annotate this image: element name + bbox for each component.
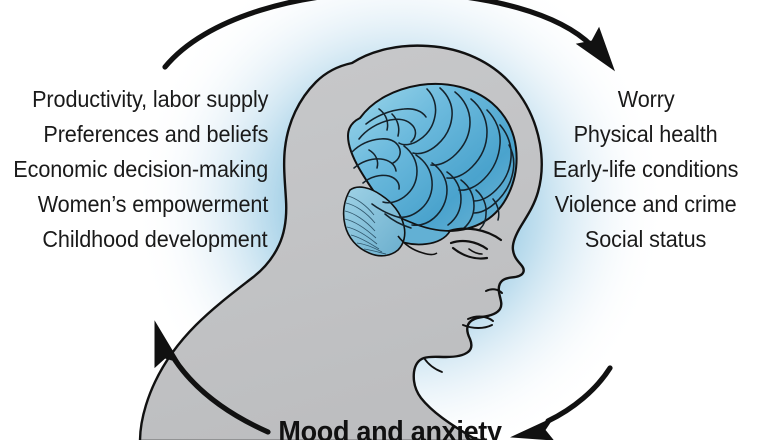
left-outcome-item: Economic decision-making [13, 156, 268, 182]
left-outcome-item: Women’s empowerment [37, 191, 268, 217]
right-determinants-column: Worry Physical health Early-life conditi… [512, 82, 780, 257]
left-outcomes-column: Productivity, labor supply Preferences a… [0, 82, 268, 257]
arrow-bottom-counterclockwise [154, 320, 271, 435]
bottom-cycle-label: Mood and anxiety [0, 416, 780, 440]
bottom-cycle-label-text: Mood and anxiety [278, 416, 502, 440]
right-outcome-item: Early-life conditions [553, 156, 739, 182]
left-outcome-item: Preferences and beliefs [43, 121, 268, 147]
right-outcome-item: Worry [617, 86, 675, 112]
right-outcome-item: Social status [585, 226, 707, 252]
face-features [423, 227, 503, 373]
right-outcome-item: Physical health [573, 121, 718, 147]
arrow-top-clockwise [162, 0, 616, 72]
brain-sulci [351, 87, 515, 230]
right-outcome-item: Violence and crime [555, 191, 737, 217]
brain [342, 82, 518, 257]
left-outcome-item: Productivity, labor supply [31, 86, 268, 112]
left-outcome-item: Childhood development [42, 226, 268, 252]
arrow-bottom-right-inbound [510, 365, 613, 440]
cerebellum [342, 186, 406, 257]
